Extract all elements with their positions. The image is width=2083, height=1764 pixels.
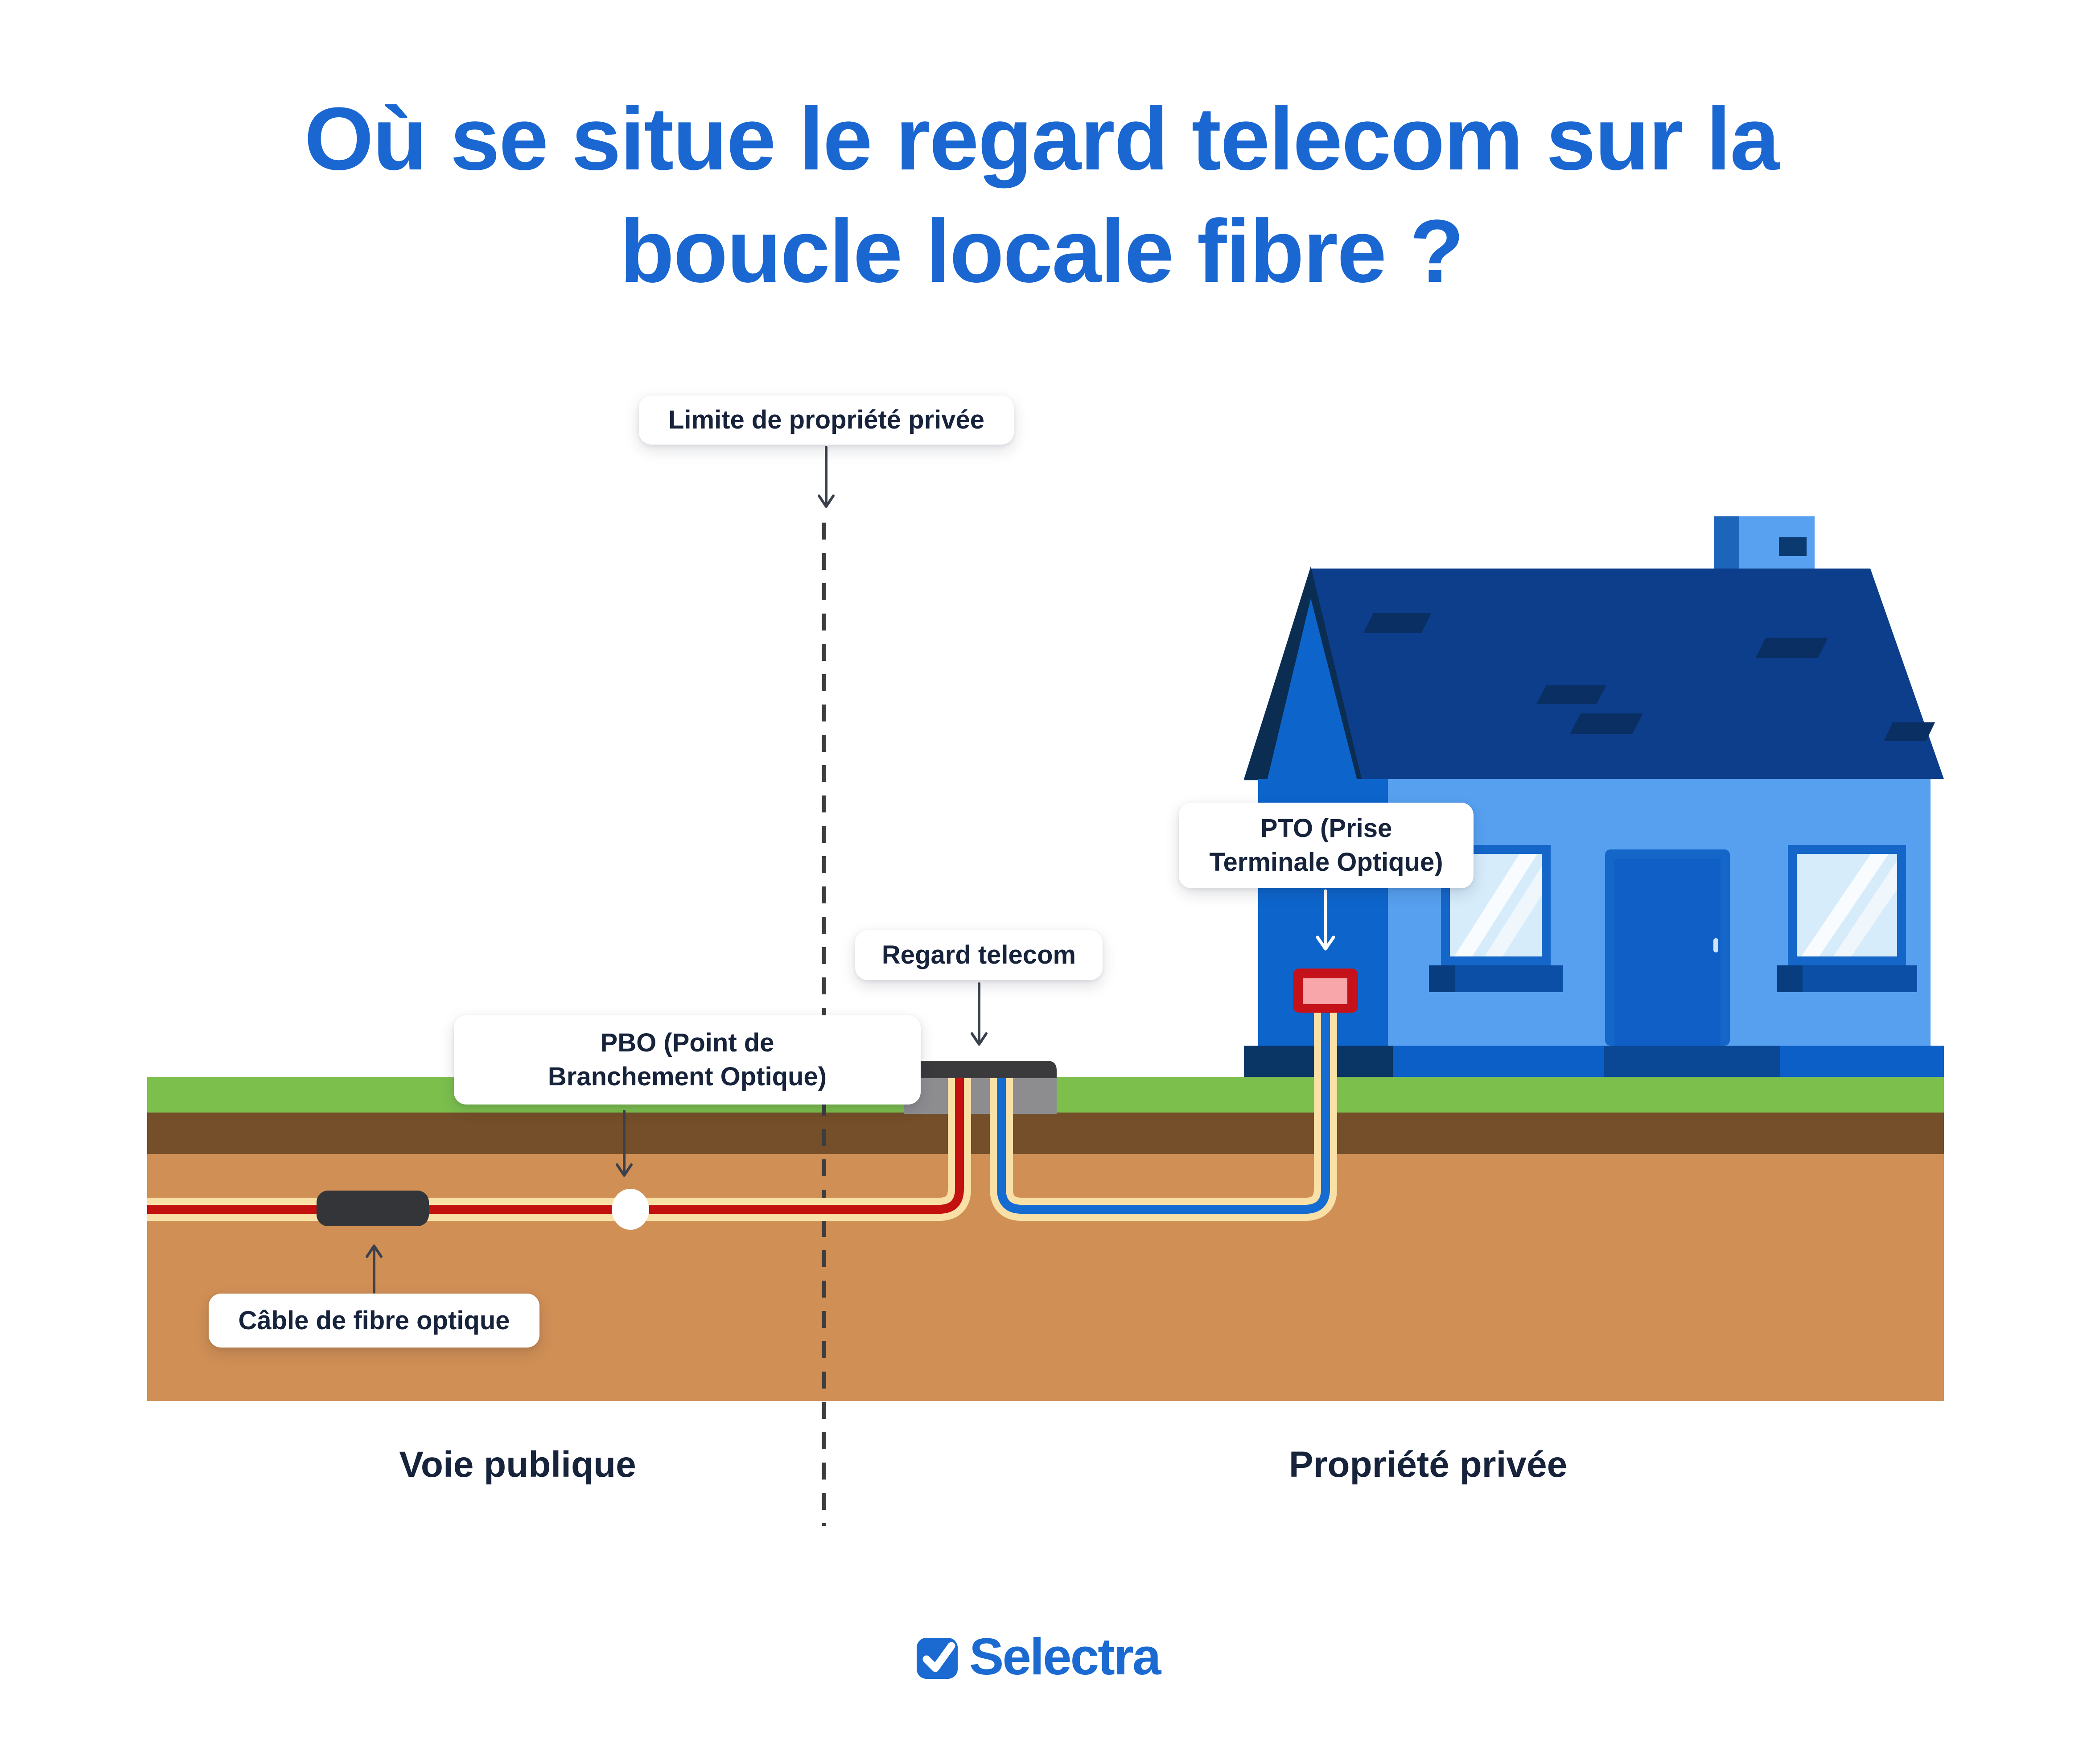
door-panel [1614, 859, 1721, 1046]
zone-label-propriete-privee: Propriété privée [1288, 1444, 1568, 1485]
callout-regard-text: Regard telecom [881, 940, 1076, 969]
chimney-brick [1779, 537, 1807, 556]
house [1244, 516, 1944, 1077]
fiber-cable-blue [997, 1004, 1330, 1214]
roof-shingle [1570, 713, 1643, 734]
roof-shingle [1884, 722, 1935, 741]
roof-shingle [1363, 613, 1431, 633]
foundation-porch [1604, 1046, 1780, 1077]
subsoil-layer [147, 1154, 1944, 1401]
callout-pto-line1: PTO (Prise [1260, 814, 1392, 843]
callout-regard-telecom: Regard telecom [855, 930, 1103, 980]
door [1605, 849, 1730, 1046]
arrow-down-regard [971, 982, 988, 1046]
door-handle [1713, 938, 1718, 952]
topsoil-layer [147, 1113, 1944, 1154]
callout-pto: PTO (Prise Terminale Optique) [1179, 803, 1474, 888]
window-sill-shade [1429, 965, 1455, 992]
fiber-cable-connector [317, 1191, 429, 1226]
zone-label-voie-publique: Voie publique [399, 1444, 636, 1485]
callout-pbo: PBO (Point de Branchement Optique) [454, 1015, 921, 1105]
page-title-line1: Où se situe le regard telecom sur la [304, 89, 1779, 189]
page-title: Où se situe le regard telecom sur la bou… [0, 83, 2083, 308]
fiber-cable-red [147, 1078, 964, 1214]
foundation-blue [1780, 1046, 1944, 1077]
arrow-down-limite [818, 446, 835, 508]
window-sill-shade [1777, 965, 1803, 992]
fiber-cables [147, 1004, 1337, 1221]
pto-inner [1303, 978, 1347, 1004]
window-glass-streaks [1454, 854, 1542, 956]
foundation [1244, 1046, 1944, 1077]
window-right [1777, 845, 1917, 992]
pto-box [1293, 969, 1358, 1013]
roof-shingle [1756, 638, 1828, 658]
callout-pto-line2: Terminale Optique) [1209, 848, 1443, 877]
callout-limite-propriete: Limite de propriété privée [639, 396, 1014, 445]
pbo-splice-point [612, 1189, 649, 1230]
window-left [1429, 845, 1563, 992]
roof-shingle [1536, 685, 1606, 704]
callout-pbo-line2: Branchement Optique) [548, 1062, 827, 1091]
window-glass-streaks [1801, 854, 1897, 956]
telecom-manhole-body [904, 1078, 1057, 1114]
callout-cable-fibre: Câble de fibre optique [209, 1294, 539, 1348]
check-icon [917, 1638, 958, 1679]
arrow-up-cable [366, 1245, 383, 1294]
callout-limite-text: Limite de propriété privée [668, 405, 985, 434]
callout-pbo-line1: PBO (Point de [600, 1028, 774, 1057]
arrow-down-pto [1316, 889, 1335, 951]
roof-shingles [1363, 613, 1935, 741]
arrow-down-pbo [616, 1110, 633, 1177]
foundation-blue [1393, 1046, 1604, 1077]
callout-cable-text: Câble de fibre optique [238, 1306, 510, 1335]
selectra-logo-text: Selectra [969, 1628, 1161, 1686]
selectra-logo: Selectra [917, 1628, 1161, 1686]
page-title-line2: boucle locale fibre ? [620, 202, 1464, 301]
gable-top-wall [1267, 598, 1357, 780]
telecom-manhole-cap [904, 1061, 1057, 1078]
